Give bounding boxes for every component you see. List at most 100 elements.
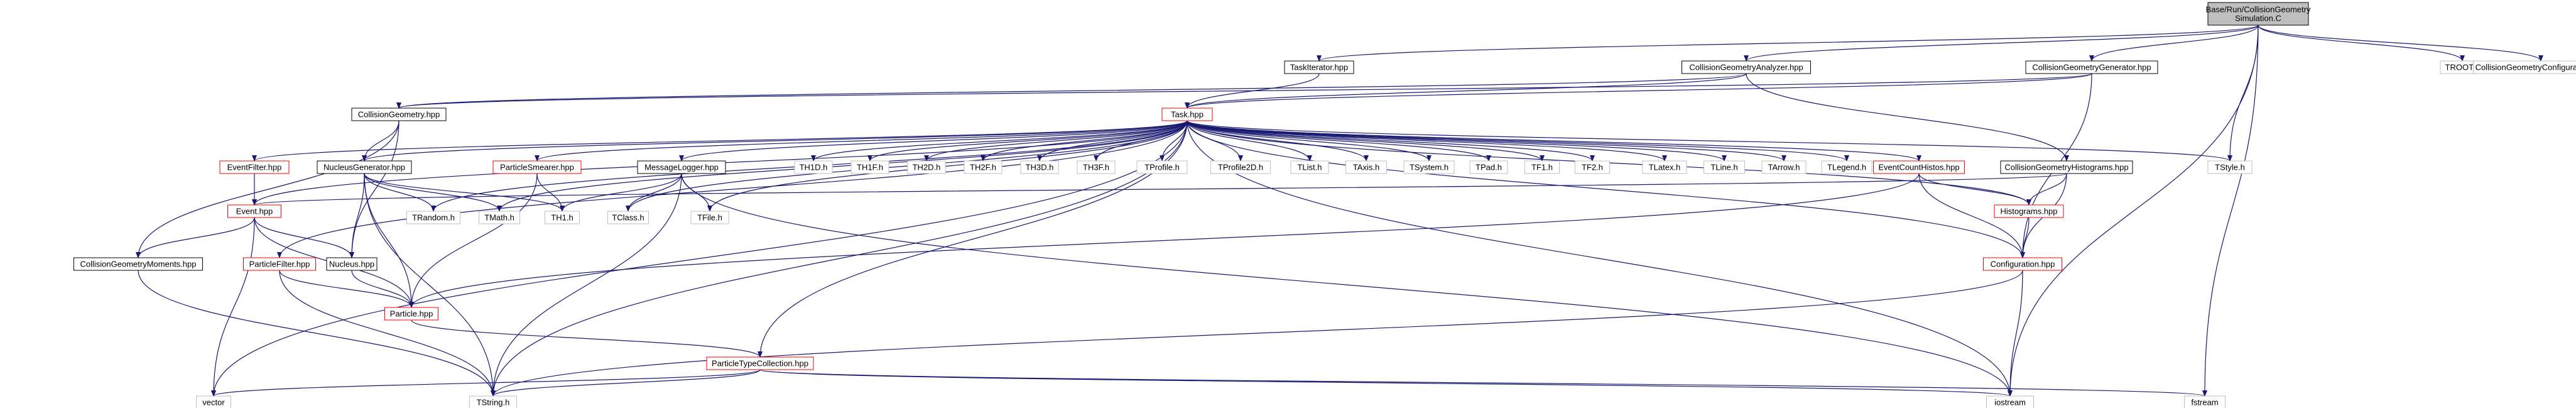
node-cggenerator[interactable]: CollisionGeometryGenerator.hpp (2025, 60, 2158, 74)
edge-task-to-tpad (1187, 120, 1491, 162)
node-task-box (1161, 108, 1213, 121)
edge-cganalyzer-to-cghistograms (1746, 73, 2069, 162)
node-ptcollection-label: ParticleTypeCollection.hpp (712, 358, 808, 368)
node-tarrow: TArrow.h (1761, 160, 1807, 174)
node-tlegend-box (1821, 160, 1872, 174)
edge-cggenerator-to-task (1185, 73, 2092, 109)
edge-cghistograms-to-histograms (2026, 173, 2067, 206)
node-fstream-label: fstream (2191, 397, 2218, 407)
node-eventcounthistos-box (1873, 160, 1965, 174)
edge-task-to-tstring (491, 120, 1188, 397)
node-tstring: TString.h (469, 395, 517, 408)
node-eventfilter[interactable]: EventFilter.hpp (219, 160, 290, 174)
edge-cggenerator-to-collisiongeometry (396, 73, 2092, 109)
node-cghistograms[interactable]: CollisionGeometryHistograms.hpp (2000, 160, 2133, 174)
node-tmath-label: TMath.h (484, 212, 514, 222)
edge-nucleusgen-to-th1 (364, 173, 565, 212)
node-configuration[interactable]: Configuration.hpp (1983, 257, 2062, 271)
edge-histograms-to-configuration (2020, 217, 2030, 258)
node-cgmoments[interactable]: CollisionGeometryMoments.hpp (73, 257, 203, 271)
node-fstream: fstream (2184, 395, 2225, 408)
node-th1: TH1.h (545, 211, 580, 224)
node-task[interactable]: Task.hpp (1161, 108, 1213, 121)
edge-task-to-tsystem (1187, 120, 1432, 162)
node-th3d-box (1020, 160, 1059, 174)
node-event-box (227, 204, 281, 218)
edge-task-to-tlist (1187, 120, 1312, 162)
node-th2d: TH2D.h (907, 160, 946, 174)
edge-task-to-eventcounthistos (1187, 120, 1921, 162)
edge-task-to-th2d (924, 120, 1188, 162)
edge-nucleusgen-to-tmath (364, 173, 502, 212)
node-tstring-box (469, 395, 517, 408)
node-root-label: Simulation.C (2235, 13, 2281, 23)
node-eventcounthistos[interactable]: EventCountHistos.hpp (1873, 160, 1965, 174)
node-nucleus-label: Nucleus.hpp (329, 259, 374, 268)
node-th2f-box (964, 160, 1003, 174)
node-tlist-label: TList.h (1297, 162, 1322, 172)
node-task-label: Task.hpp (1171, 109, 1204, 119)
node-tf1-box (1524, 160, 1560, 174)
node-tprofile2d: TProfile2D.h (1210, 160, 1271, 174)
edge-particlesmearer-to-particle (409, 173, 538, 308)
edge-task-to-particlesmearer (535, 120, 1188, 162)
edge-task-to-ptcollection (758, 120, 1188, 358)
node-histograms[interactable]: Histograms.hpp (1994, 204, 2064, 218)
edge-event-to-vector (211, 217, 255, 397)
node-particlefilter[interactable]: ParticleFilter.hpp (243, 257, 316, 271)
node-tf2-box (1575, 160, 1610, 174)
node-taskiterator[interactable]: TaskIterator.hpp (1284, 60, 1354, 74)
edge-task-to-eventfilter (252, 120, 1188, 162)
node-tline-label: TLine.h (1710, 162, 1737, 172)
node-ptcollection[interactable]: ParticleTypeCollection.hpp (706, 356, 814, 370)
node-tpad-label: TPad.h (1475, 162, 1502, 172)
node-nucleusgen[interactable]: NucleusGenerator.hpp (317, 160, 412, 174)
node-th2d-box (907, 160, 946, 174)
node-messagelogger[interactable]: MessageLogger.hpp (637, 160, 726, 174)
edge-messagelogger-to-iostream (681, 173, 2013, 397)
node-particle[interactable]: Particle.hpp (384, 307, 438, 321)
node-fstream-box (2184, 395, 2225, 408)
edge-particlefilter-to-particle (279, 270, 414, 308)
node-collisiongeometry[interactable]: CollisionGeometry.hpp (351, 108, 447, 121)
edge-ptcollection-to-vector (211, 369, 761, 397)
edge-collisiongeometry-to-cgmoments (136, 120, 399, 258)
node-cganalyzer[interactable]: CollisionGeometryAnalyzer.hpp (1682, 60, 1811, 74)
node-particlefilter-label: ParticleFilter.hpp (249, 259, 310, 268)
node-trandom: TRandom.h (406, 211, 460, 224)
edge-task-to-tarrow (1187, 120, 1786, 162)
edge-nucleusgen-to-nucleus (349, 173, 365, 258)
node-cgconfig-label: CollisionGeometryConfiguration.hpp (2475, 62, 2576, 72)
node-tmath: TMath.h (479, 211, 520, 224)
node-nucleus[interactable]: Nucleus.hpp (326, 257, 378, 271)
node-event[interactable]: Event.hpp (227, 204, 281, 218)
edge-ptcollection-to-fstream (759, 369, 2207, 397)
edge-particle-to-ptcollection (411, 319, 763, 358)
node-tsystem-box (1403, 160, 1455, 174)
edge-messagelogger-to-th1 (560, 173, 682, 212)
node-th3f-box (1077, 160, 1116, 174)
edge-root-to-fstream (2202, 25, 2259, 397)
edge-task-to-configuration (1187, 120, 2025, 258)
node-root-box (2207, 2, 2309, 26)
node-th1f-label: TH1F.h (857, 162, 883, 172)
node-particlefilter-box (243, 257, 316, 271)
edge-root-to-cganalyzer (1744, 25, 2259, 62)
node-particlesmearer[interactable]: ParticleSmearer.hpp (492, 160, 582, 174)
edge-cghistograms-to-event (253, 173, 2067, 206)
node-tprofile2d-label: TProfile2D.h (1218, 162, 1263, 172)
node-cggenerator-box (2025, 60, 2158, 74)
node-th2d-label: TH2D.h (913, 162, 941, 172)
node-cganalyzer-label: CollisionGeometryAnalyzer.hpp (1689, 62, 1803, 72)
node-th3f: TH3F.h (1077, 160, 1116, 174)
edge-nucleus-to-particle (351, 270, 414, 308)
node-nucleusgen-label: NucleusGenerator.hpp (323, 162, 405, 172)
node-eventfilter-box (219, 160, 290, 174)
node-tlatex-label: TLatex.h (1649, 162, 1681, 172)
node-tline-box (1704, 160, 1745, 174)
edge-event-to-cgmoments (136, 217, 255, 258)
node-th1-box (545, 211, 580, 224)
node-cgmoments-label: CollisionGeometryMoments.hpp (80, 259, 197, 268)
node-tlatex: TLatex.h (1642, 160, 1687, 174)
